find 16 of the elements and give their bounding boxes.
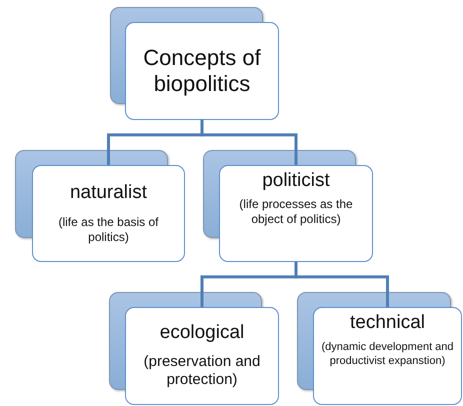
- concept-box: [125, 22, 279, 120]
- concept-title: naturalist: [70, 182, 148, 205]
- concept-description: (preservation and protection): [142, 352, 262, 390]
- concept-title: Concepts of biopolitics: [142, 44, 262, 98]
- concept-box: [219, 165, 373, 262]
- concept-title: technical: [350, 312, 425, 335]
- concept-description: (life processes as the object of politics): [238, 196, 354, 227]
- concept-box: [32, 165, 185, 262]
- concept-title: ecological: [160, 322, 244, 345]
- connector-line: [294, 262, 389, 307]
- concept-box: [125, 307, 279, 405]
- concept-description: (life as the basis of politics): [57, 214, 160, 245]
- concept-description: (dynamic development and productivist expanstion): [320, 340, 455, 368]
- concept-box: [313, 307, 462, 405]
- concept-title: politicist: [262, 170, 330, 193]
- connector-line: [200, 120, 298, 165]
